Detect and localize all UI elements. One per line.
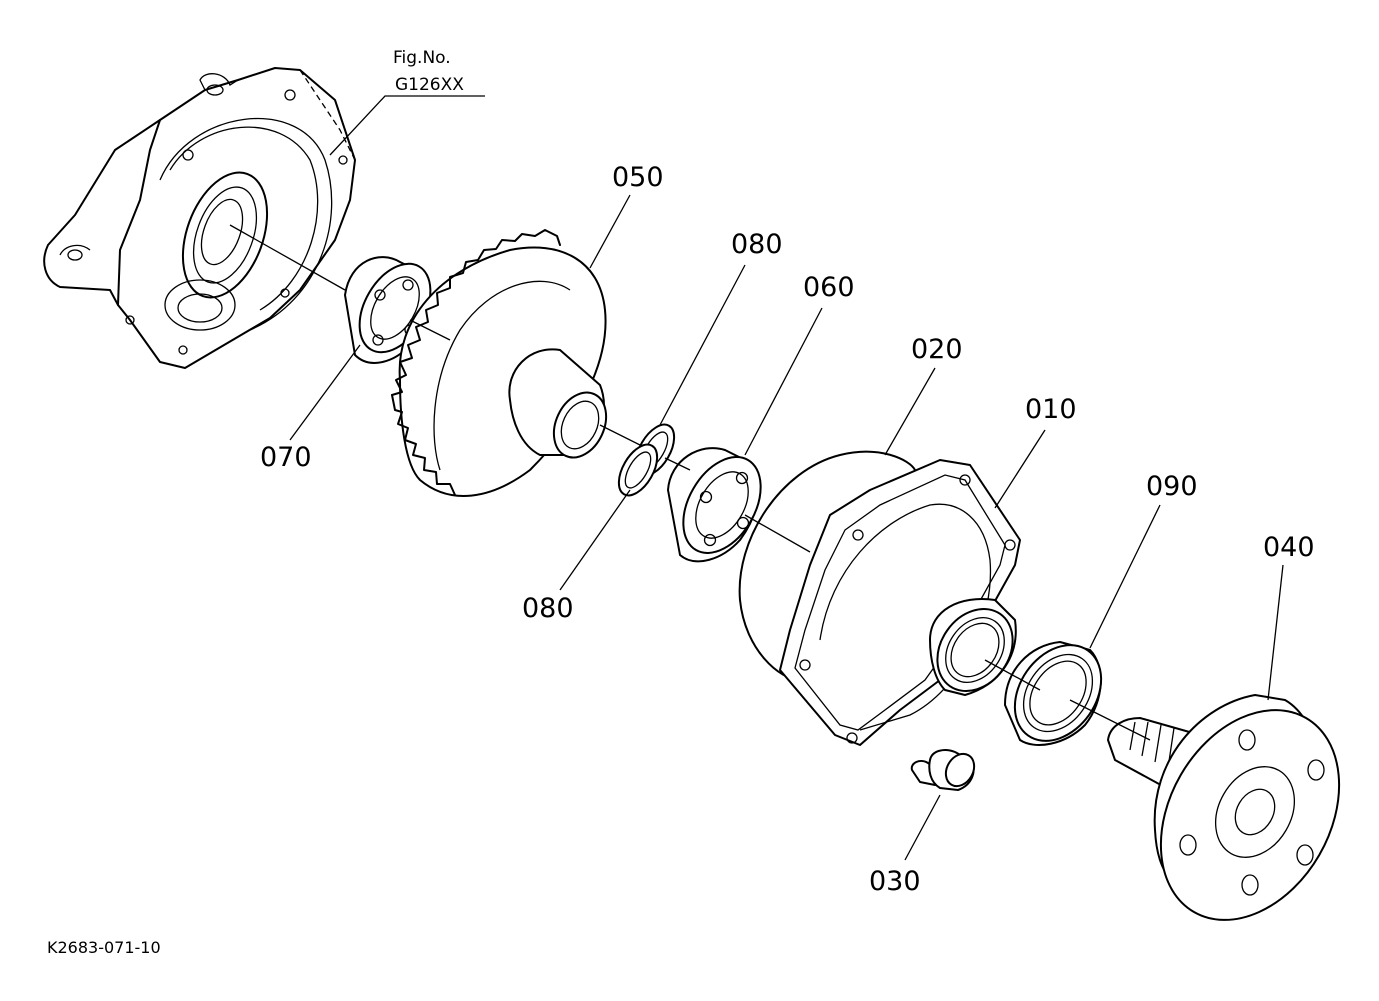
leader-lines [289,95,1284,861]
callout-040: 040 [1263,532,1315,563]
figure-ref-line2: G126XX [395,75,464,95]
bevel-gear-050 [391,229,608,497]
callout-080-top: 080 [731,229,783,260]
callout-020: 020 [911,334,963,365]
axle-cover-010 [779,459,1021,746]
callout-050: 050 [612,162,664,193]
assembly-axis-line [229,224,1151,741]
flange-shaft-040 [1107,694,1341,921]
ball-bearing-060 [667,447,762,563]
figure-ref-line1: Fig.No. [393,48,451,68]
drawing-code: K2683-071-10 [47,938,161,957]
callout-030: 030 [869,866,921,897]
callout-010: 010 [1025,394,1077,425]
drain-plug-030 [910,749,976,791]
callout-080-bottom: 080 [522,593,574,624]
oil-seal-090 [1004,641,1103,746]
callout-060: 060 [803,272,855,303]
retaining-ring-080-lower [617,443,659,497]
callout-090: 090 [1146,471,1198,502]
callout-070: 070 [260,442,312,473]
gear-case-housing [43,67,356,369]
